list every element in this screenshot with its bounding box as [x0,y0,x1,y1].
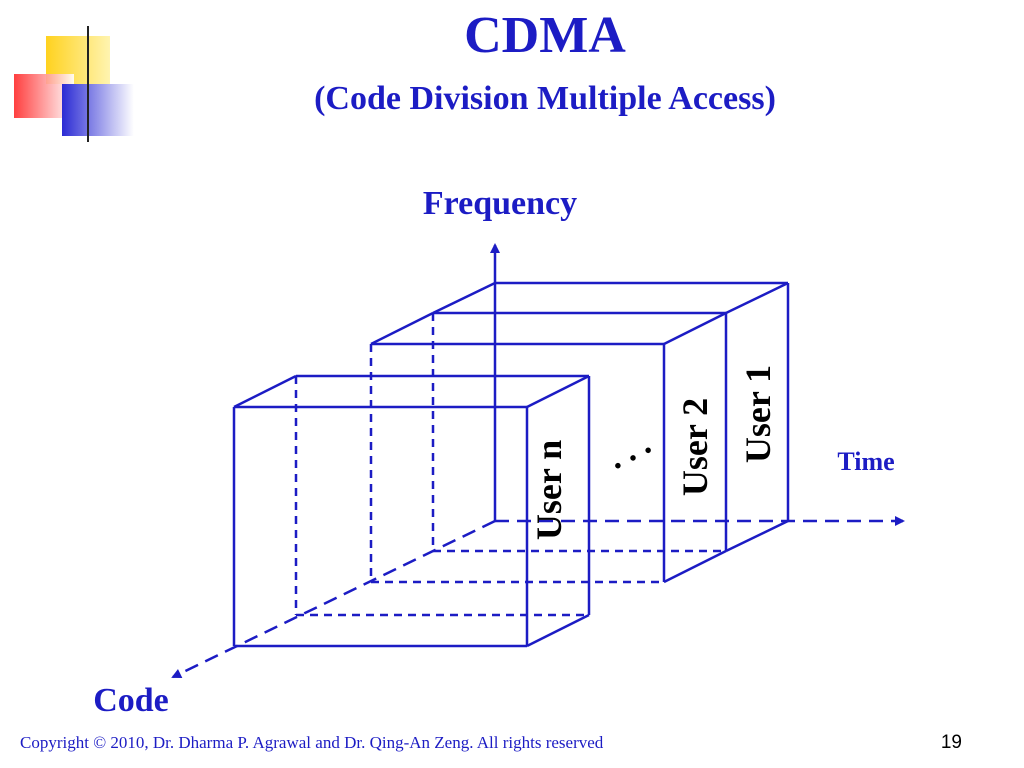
code-axis-label: Code [93,682,169,719]
user-n-label: User n [529,440,569,540]
frequency-axis-label: Frequency [423,185,577,222]
code-axis [171,519,496,679]
copyright-footer: Copyright © 2010, Dr. Dharma P. Agrawal … [20,733,604,752]
user-2-label: User 2 [675,398,715,496]
user-1-box [431,281,790,553]
user-n-box [232,374,591,648]
user-2-box [369,311,727,584]
ellipsis-label: . . . [602,425,657,477]
time-axis-label: Time [837,447,894,476]
slide-title: CDMA [464,7,626,64]
page-number: 19 [940,732,962,753]
slide-subtitle: (Code Division Multiple Access) [314,80,776,117]
corner-logo-icon [14,26,134,142]
slide-decoration [14,26,960,142]
user-1-label: User 1 [738,365,778,463]
